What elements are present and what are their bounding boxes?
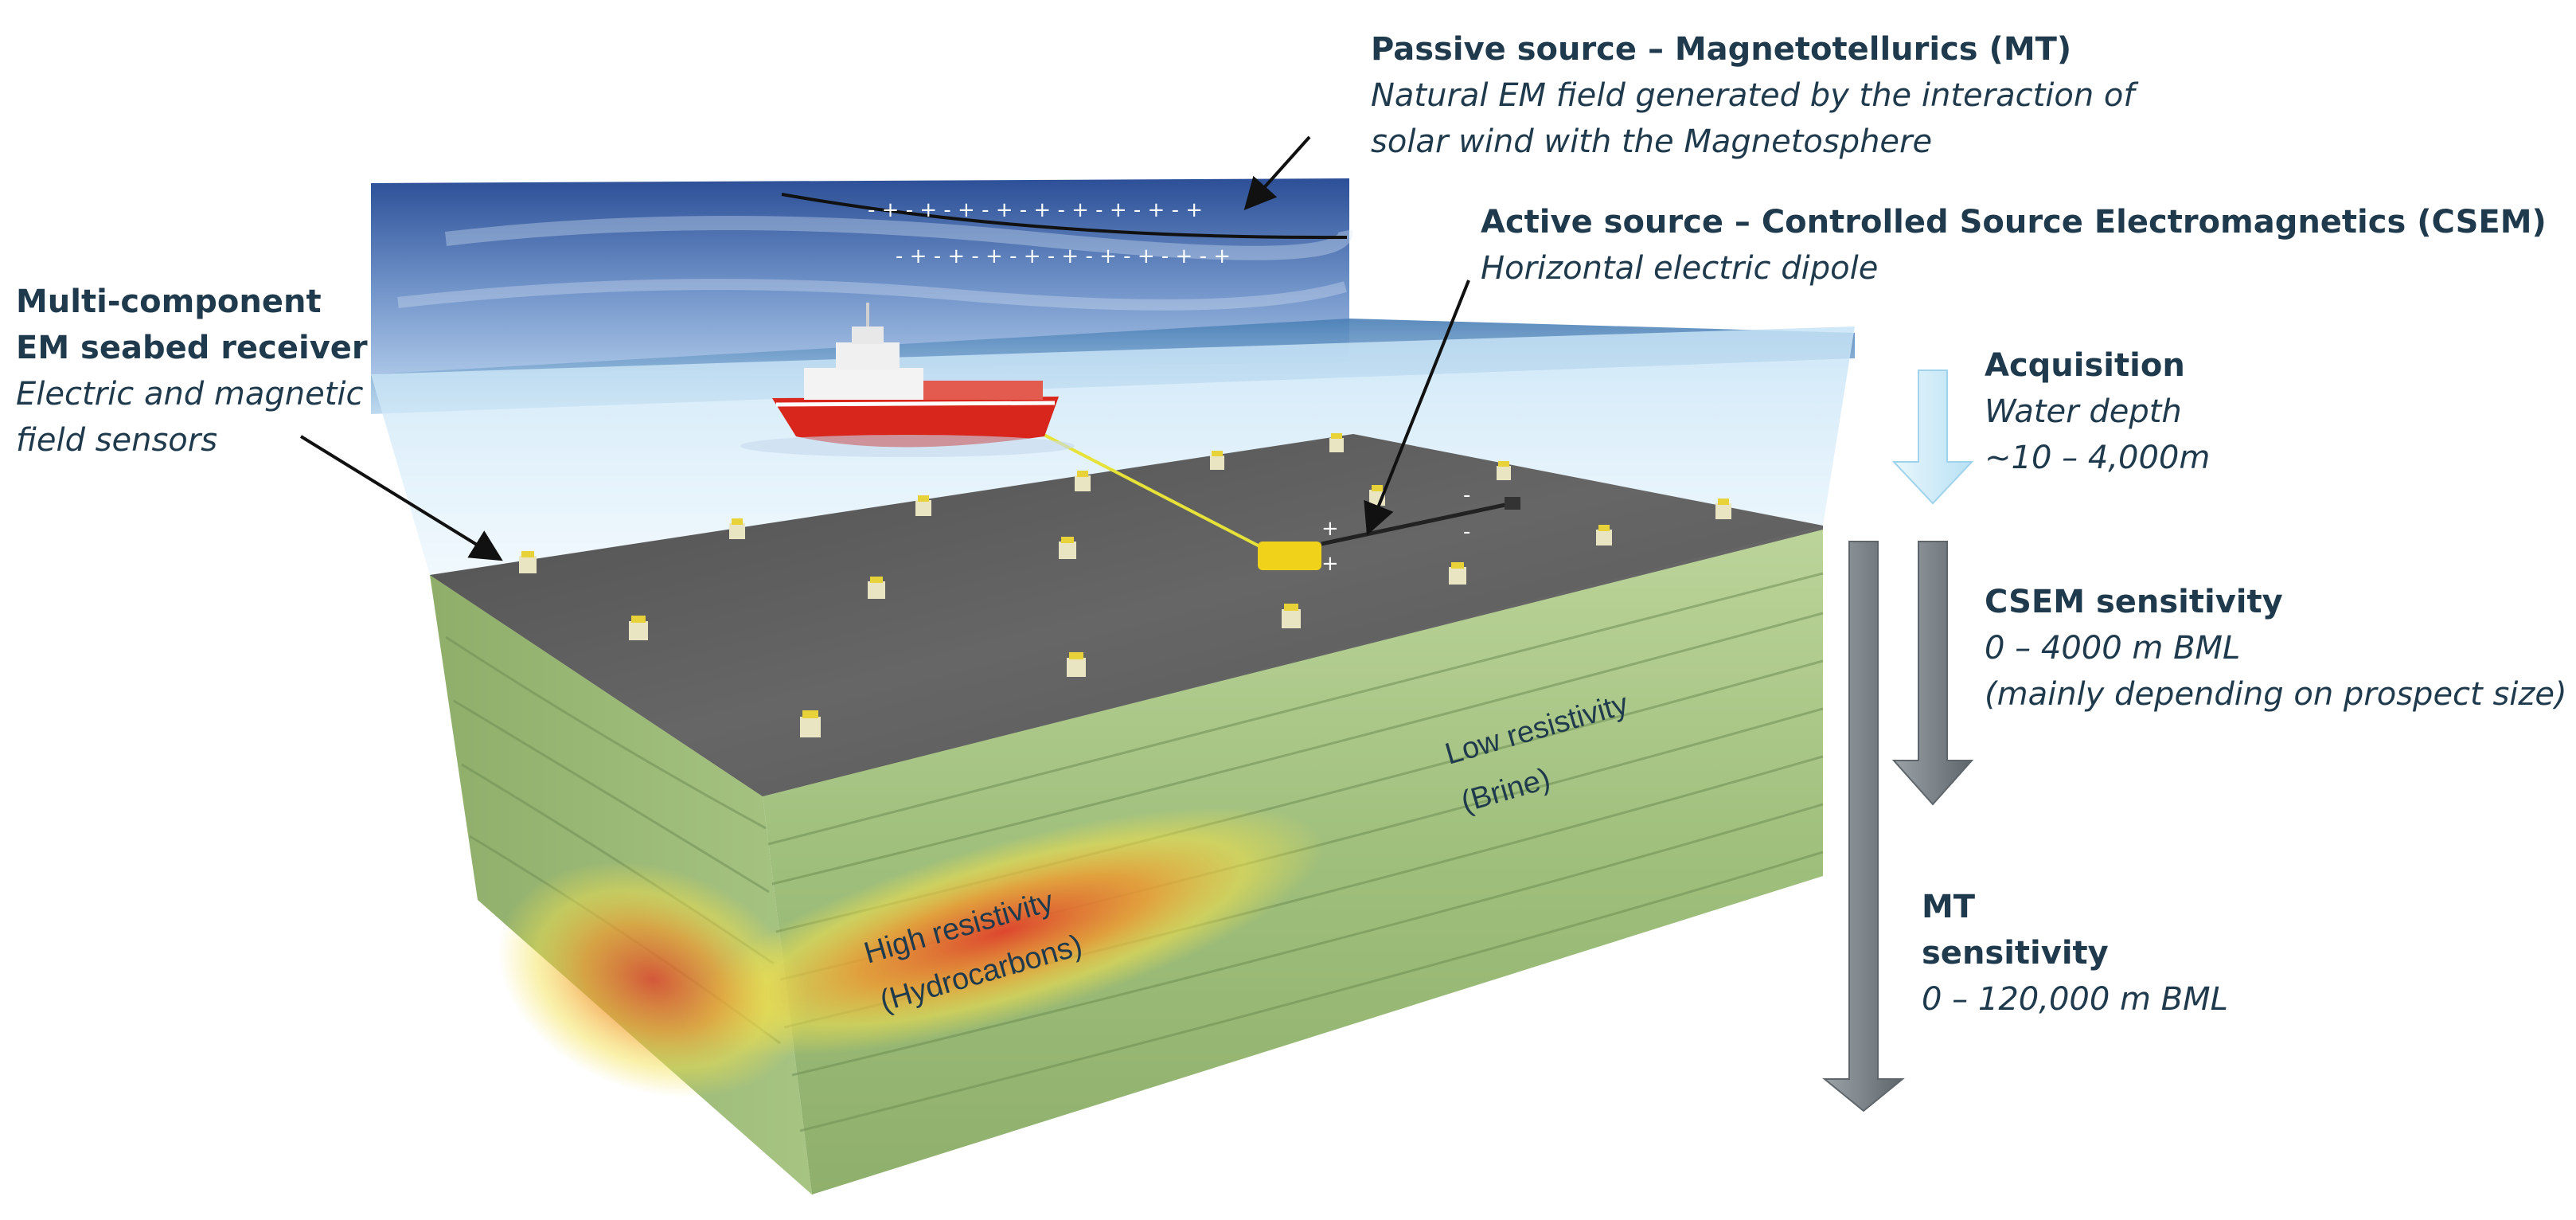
mt-sensitivity-title-1: MT — [1922, 889, 1976, 925]
active-source-desc: Horizontal electric dipole — [1481, 250, 1879, 287]
csem-arrow — [1891, 541, 1974, 806]
csem-source: + + - - — [1034, 428, 1520, 576]
dipole-plus-1: + — [1321, 517, 1339, 541]
receiver-node — [519, 551, 537, 573]
receiver-title-1: Multi-component — [16, 283, 322, 320]
receiver-title-2: EM seabed receiver — [16, 330, 368, 366]
receiver-node — [800, 710, 821, 737]
receiver-leader-arrow — [299, 435, 503, 561]
passive-source-desc-2: solar wind with the Magnetosphere — [1371, 123, 1933, 160]
receiver-node — [1329, 433, 1344, 452]
receiver-node — [1497, 461, 1511, 480]
mt-arrow — [1822, 541, 1905, 1112]
acquisition-arrow — [1891, 370, 1974, 505]
receiver-node — [1449, 562, 1466, 585]
dipole-minus-1: - — [1463, 483, 1470, 507]
seabed-surface — [430, 434, 1823, 796]
receiver-node — [1067, 652, 1086, 677]
leader-arrows — [299, 135, 1470, 561]
acquisition-label: Acquisition Water depth ~10 – 4,000m — [1985, 342, 2210, 481]
csem-sensitivity-desc-1: 0 – 4000 m BML — [1985, 630, 2241, 667]
active-leader-arrow — [1364, 280, 1470, 536]
active-source-title: Active source – Controlled Source Electr… — [1481, 204, 2547, 240]
passive-source-label: Passive source – Magnetotellurics (MT) N… — [1371, 26, 2134, 165]
passive-leader-arrow — [1243, 135, 1311, 210]
acquisition-title: Acquisition — [1985, 347, 2185, 384]
csem-sensitivity-label: CSEM sensitivity 0 – 4000 m BML (mainly … — [1985, 579, 2567, 718]
depth-arrows — [1822, 370, 1974, 1112]
charge-row-1: - + - + - + - + - + - + - + - + - + — [868, 198, 1203, 222]
receiver-node — [629, 616, 648, 640]
passive-source-title: Passive source – Magnetotellurics (MT) — [1371, 31, 2072, 68]
receiver-node — [729, 518, 745, 539]
passive-source-desc-1: Natural EM field generated by the intera… — [1371, 77, 2135, 114]
acquisition-desc-2: ~10 – 4,000m — [1985, 440, 2211, 476]
receiver-node — [1059, 537, 1076, 559]
receiver-desc-1: Electric and magnetic — [16, 376, 364, 413]
csem-sensitivity-title: CSEM sensitivity — [1985, 584, 2283, 620]
dipole-plus-2: + — [1321, 552, 1339, 576]
receiver-node — [1715, 499, 1731, 519]
receiver-label: Multi-component EM seabed receiver Elect… — [16, 279, 368, 463]
dipole-minus-2: - — [1463, 520, 1470, 544]
mt-sensitivity-label: MT sensitivity 0 – 120,000 m BML — [1922, 884, 2228, 1023]
receiver-node — [915, 495, 931, 516]
survey-ship — [740, 303, 1075, 457]
sky-panel — [371, 178, 1353, 374]
mt-sensitivity-desc: 0 – 120,000 m BML — [1922, 981, 2228, 1018]
acquisition-desc-1: Water depth — [1985, 393, 2182, 430]
receiver-node — [1075, 471, 1091, 491]
active-source-label: Active source – Controlled Source Electr… — [1481, 199, 2547, 291]
charge-row-2: - + - + - + - + - + - + - + - + - + — [896, 244, 1231, 268]
receiver-node — [868, 577, 885, 599]
receiver-node — [1596, 525, 1612, 545]
csem-sensitivity-desc-2: (mainly depending on prospect size) — [1985, 676, 2567, 713]
receiver-node — [1282, 604, 1301, 628]
hydrocarbon-anomaly — [498, 807, 1325, 1098]
magnetosphere-field: - + - + - + - + - + - + - + - + - + - + … — [781, 193, 1348, 268]
receiver-node — [1210, 451, 1224, 470]
mt-sensitivity-title-2: sensitivity — [1922, 935, 2109, 972]
receiver-desc-2: field sensors — [16, 422, 218, 459]
